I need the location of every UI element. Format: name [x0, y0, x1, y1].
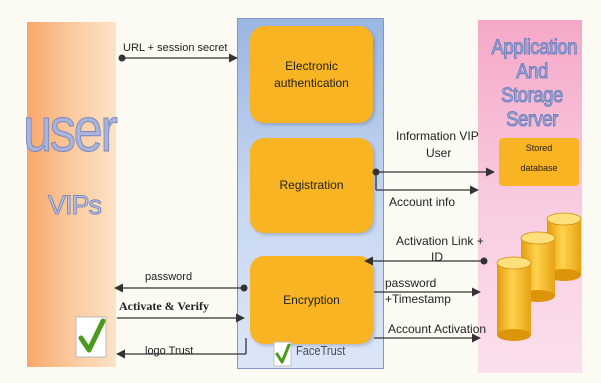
user-title: user: [23, 96, 119, 165]
authentication-box: Electronic authentication: [250, 26, 373, 123]
info-vip-label-line2: User: [426, 146, 452, 160]
password-timestamp-label-line1: password: [385, 276, 437, 290]
encryption-box: Encryption: [250, 256, 373, 344]
info-vip-label-line1: Information VIP: [396, 129, 479, 143]
url-session-label: URL + session secret: [123, 42, 228, 54]
server-title: Application And Storage Server: [491, 36, 578, 132]
server-title-line1: Application: [491, 36, 578, 60]
user-panel: [27, 22, 116, 367]
stored-database-box: Stored database: [499, 138, 579, 186]
authentication-label: Electronic authentication: [274, 59, 349, 90]
registration-box: Registration: [250, 138, 373, 233]
registration-label: Registration: [279, 178, 344, 193]
server-title-line3: Server: [506, 108, 559, 132]
logo-trust-label: logo Trust: [145, 345, 194, 357]
activation-link-label-line2: ID: [431, 250, 443, 264]
account-info-arrow: [375, 172, 479, 195]
password-label: password: [145, 271, 193, 283]
vips-subtitle: VIPs: [47, 190, 102, 221]
info-vip-arrow: [372, 167, 495, 177]
encryption-label: Encryption: [283, 292, 340, 307]
stored-label: Stored: [525, 143, 553, 153]
url-session-arrow: [118, 53, 238, 63]
activate-verify-label: Activate & Verify: [119, 299, 209, 313]
facetrust-brand: FaceTrust: [296, 343, 346, 358]
password-timestamp-label-line2: +Timestamp: [385, 292, 451, 306]
database-label: database: [520, 163, 558, 173]
password-arrow: [114, 283, 248, 293]
activation-link-label-line1: Activation Link +: [396, 234, 484, 248]
server-title-line2: And Storage: [501, 60, 564, 108]
account-activation-label: Account Activation: [388, 322, 487, 336]
account-info-label: Account info: [389, 195, 456, 209]
